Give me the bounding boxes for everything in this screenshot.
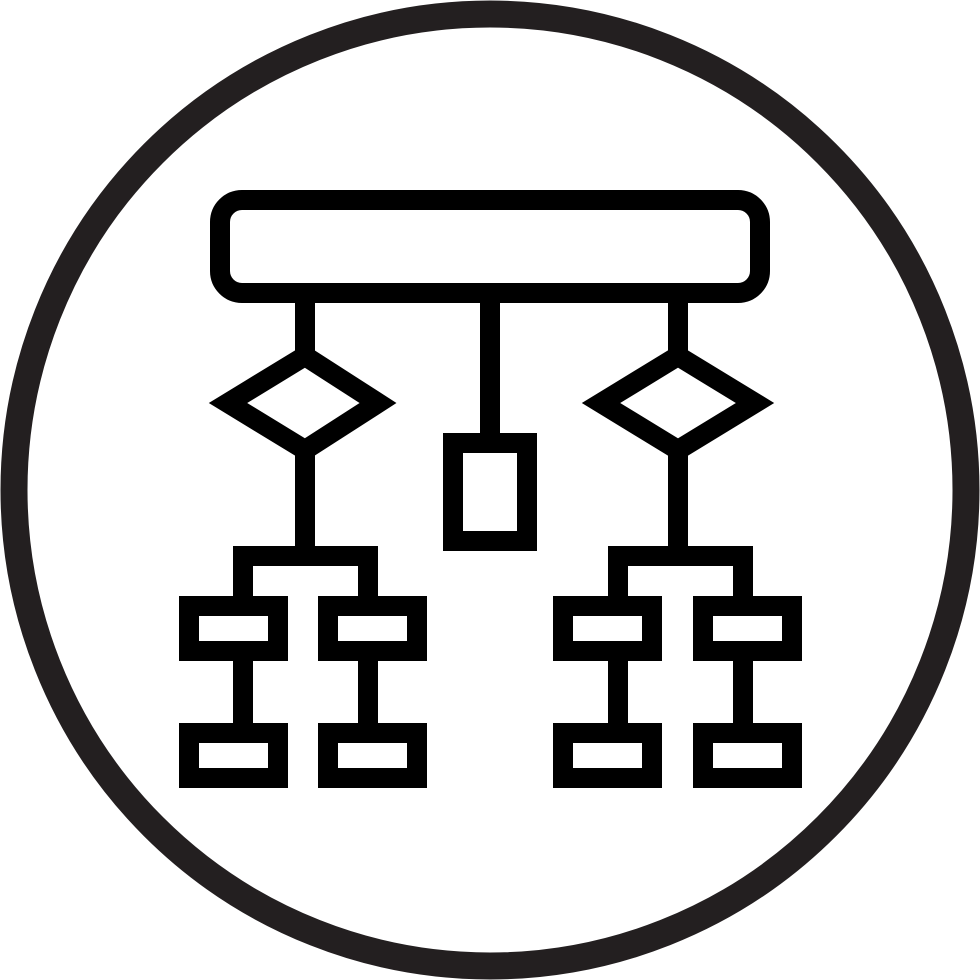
decision-node-right [581,344,775,462]
decision-node-left [208,344,397,462]
process-node-right-1-top [553,596,662,661]
process-node-right-2-top [693,596,802,661]
process-node-left-1-bottom [179,723,288,788]
process-node-left-1-top [179,596,288,661]
top-bar-node [210,190,770,303]
connector-right-split [608,546,753,606]
connector-left-split [233,546,378,606]
process-node-center [443,433,537,551]
process-node-right-2-bottom [693,723,802,788]
process-node-right-1-bottom [553,723,662,788]
process-node-left-2-bottom [318,723,427,788]
process-node-left-2-top [318,596,427,661]
